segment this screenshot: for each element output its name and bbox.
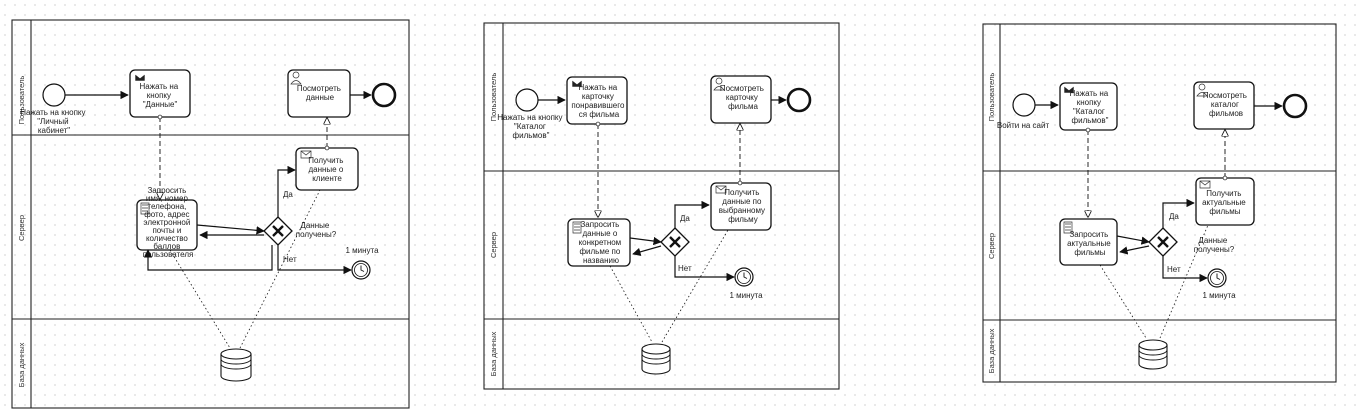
task-request-films[interactable]: [1059, 218, 1118, 266]
pool-profile: Пользователь Сервер База данных Нажать н…: [11, 19, 410, 409]
user-task-icon: [290, 71, 302, 85]
send-message-icon: [571, 79, 583, 88]
pool-catalog: Пользователь Сервер База данных Войти на…: [982, 23, 1337, 383]
task-view-catalog-label: Посмотреть каталог фильмов: [1203, 91, 1249, 118]
start-event[interactable]: [515, 88, 539, 112]
script-icon: [1063, 221, 1073, 234]
task-receive-film-label: Получить данные по выбранному фильму: [719, 188, 768, 224]
task-view-data[interactable]: [287, 69, 351, 118]
receive-message-icon: [300, 150, 312, 159]
lane-server-label: Сервер: [17, 215, 26, 241]
task-request-films-label: Запросить актуальные фильмы: [1067, 230, 1113, 257]
timer-icon: [351, 260, 371, 280]
timer-icon: [734, 267, 754, 287]
lane-server-label: Сервер: [987, 233, 996, 259]
user-task-icon: [713, 77, 725, 91]
no-label: Нет: [283, 255, 297, 264]
script-icon: [572, 221, 582, 234]
start-event[interactable]: [1012, 93, 1036, 117]
timer-icon: [1207, 268, 1227, 288]
pool-film-card: Пользователь Сервер База данных Нажать н…: [483, 22, 840, 390]
lane-db-label: База данных: [987, 328, 996, 373]
lane-user-label: Пользователь: [987, 73, 996, 122]
timer-label: 1 минута: [345, 246, 379, 255]
database-icon: [641, 343, 671, 375]
send-message-icon: [1063, 85, 1075, 94]
no-label: Нет: [678, 264, 692, 273]
end-event: [371, 82, 397, 108]
yes-label: Да: [680, 214, 690, 223]
yes-label: Да: [1169, 212, 1179, 221]
task-click-catalog-label: Нажать на кнопку "Каталог фильмов": [1069, 89, 1110, 125]
start-event-label: Нажать на кнопку "Каталог фильмов": [497, 113, 565, 140]
task-view-film-card-label: Посмотреть карточку фильма: [720, 84, 766, 111]
lane-user-label: Пользователь: [489, 73, 498, 122]
start-event-label: Нажать на кнопку "Личный кабинет": [20, 108, 88, 135]
database-icon: [1138, 339, 1168, 370]
task-request-user-data-label: Запросить имя, номер телефона, фото, адр…: [143, 186, 194, 259]
start-event-label: Войти на сайт: [997, 121, 1050, 130]
gateway-data-received[interactable]: [1148, 227, 1178, 257]
lane-db-label: База данных: [489, 331, 498, 376]
receive-message-icon: [715, 185, 727, 194]
task-view-data-label: Посмотреть данные: [297, 84, 343, 102]
no-label: Нет: [1167, 265, 1181, 274]
yes-label: Да: [283, 190, 293, 199]
receive-message-icon: [1199, 180, 1211, 189]
gateway-label: Данные получены?: [1194, 236, 1235, 254]
end-event: [1282, 93, 1308, 119]
lane-db-label: База данных: [17, 342, 26, 387]
start-event[interactable]: [42, 83, 66, 107]
task-request-film-label: Запросить данные о конкретном фильме по …: [579, 220, 624, 265]
user-task-icon: [1196, 83, 1208, 97]
end-event: [786, 87, 812, 113]
script-icon: [140, 202, 150, 215]
gateway-label: Данные получены?: [296, 221, 337, 239]
timer-label: 1 минута: [1202, 291, 1236, 300]
send-message-icon: [134, 73, 146, 82]
lane-user-label: Пользователь: [17, 76, 26, 125]
task-receive-client-label: Получить данные о клиенте: [308, 156, 345, 183]
task-request-film[interactable]: [567, 218, 631, 267]
gateway-data-received[interactable]: [263, 216, 293, 246]
timer-label: 1 минута: [729, 291, 763, 300]
database-icon: [220, 348, 252, 382]
task-click-film-card-label: Нажать на карточку понравившего ся фильм…: [571, 83, 626, 119]
task-receive-films-label: Получить актуальные фильмы: [1202, 189, 1248, 216]
task-click-data-label: Нажать на кнопку "Данные": [139, 82, 180, 109]
gateway-data-received[interactable]: [660, 227, 690, 257]
lane-server-label: Сервер: [489, 232, 498, 258]
